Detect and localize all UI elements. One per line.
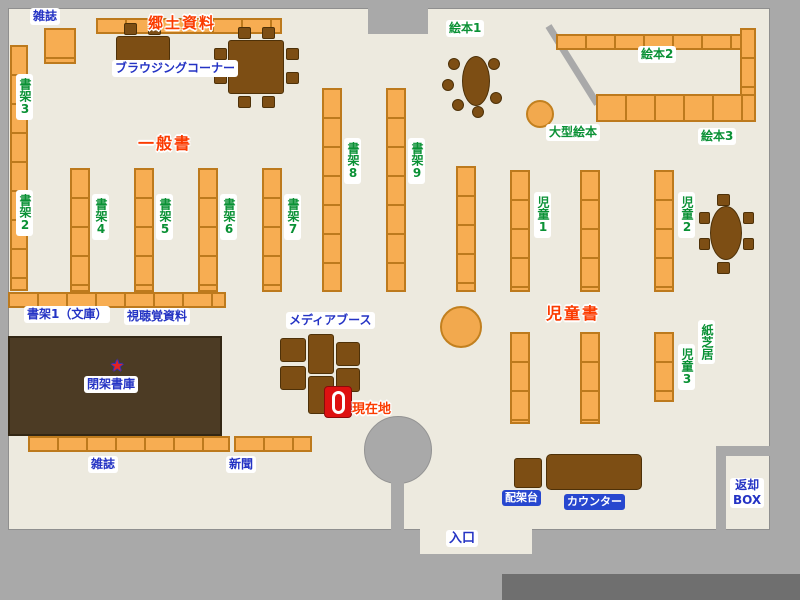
label-shelf-6: 書架6 (220, 194, 237, 240)
shelf-local-materials (96, 18, 282, 34)
label-shelf-4: 書架4 (92, 194, 109, 240)
label-entrance: 入口 (446, 530, 479, 547)
label-return-box: 返却 BOX (730, 478, 765, 508)
chair (743, 238, 754, 250)
label-return-box-line2: BOX (733, 493, 762, 507)
chair (442, 79, 454, 91)
chair (472, 106, 484, 118)
label-shelving-desk: 配架台 (502, 490, 541, 506)
counter-desk (546, 454, 642, 490)
shelving-desk (514, 458, 542, 488)
shelf-right-top (740, 28, 756, 96)
label-counter: カウンター (564, 494, 625, 510)
label-picture-books-1: 絵本1 (446, 20, 485, 37)
wall-bottom-right-block (502, 574, 800, 600)
label-newspaper: 新聞 (226, 456, 257, 473)
label-shelf-2: 書架2 (16, 190, 33, 236)
reading-table-oval (462, 56, 490, 106)
shelf-magazines-top (44, 28, 76, 64)
shelf-children-2b (654, 170, 674, 292)
label-picture-books-3: 絵本3 (698, 128, 737, 145)
chair (488, 58, 500, 70)
shelf-children-1 (510, 170, 530, 292)
label-children-books: 児童書 (546, 304, 601, 323)
media-booth-unit (308, 334, 334, 374)
current-location-symbol (332, 391, 345, 414)
media-booth-unit (280, 338, 306, 362)
label-return-box-line1: 返却 (735, 478, 760, 492)
chair (717, 194, 730, 206)
shelf-9 (386, 88, 406, 292)
chair (238, 27, 251, 39)
label-media-booth: メディアブース (286, 312, 375, 329)
shelf-magazines-bottom (28, 436, 230, 452)
shelf-children-2a (580, 170, 600, 292)
shelf-audio-visual (8, 292, 226, 308)
shelf-6 (198, 168, 218, 292)
label-audio-visual: 視聴覚資料 (124, 308, 191, 325)
shelf-center (456, 166, 476, 292)
wall-returnbox-left (716, 446, 726, 534)
label-current-location: 現在地 (352, 402, 392, 417)
label-closed-stacks: 閉架書庫 (84, 376, 139, 393)
round-table-center (440, 306, 482, 348)
label-children-2: 児童2 (678, 192, 695, 238)
chair (717, 262, 730, 274)
chair (286, 72, 299, 84)
shelf-4 (70, 168, 90, 292)
label-children-1: 児童1 (534, 192, 551, 238)
media-booth-unit (336, 342, 360, 366)
current-location-marker (324, 386, 352, 418)
pillar (364, 416, 432, 484)
shelf-5 (134, 168, 154, 292)
chair (490, 92, 502, 104)
label-shelf-5: 書架5 (156, 194, 173, 240)
label-children-3: 児童3 (678, 344, 695, 390)
chair (148, 23, 161, 35)
wall-pillar-stub (391, 476, 404, 534)
shelf-picture-books-3 (596, 94, 756, 122)
label-magazines-bottom: 雑誌 (88, 456, 119, 473)
chair (262, 27, 275, 39)
chair (699, 212, 710, 224)
shelf-children-3 (654, 332, 674, 402)
chair (743, 212, 754, 224)
wall-returnbox-top (716, 446, 772, 456)
shelf-newspaper (234, 436, 312, 452)
label-shelf-1-bunko: 書架1（文庫） (24, 306, 111, 323)
label-magazines-top: 雑誌 (30, 8, 61, 25)
browsing-table-1 (116, 36, 170, 62)
chair (238, 96, 251, 108)
chair (124, 23, 137, 35)
label-picture-books-2: 絵本2 (638, 46, 677, 63)
label-shelf-7: 書架7 (284, 194, 301, 240)
shelf-7 (262, 168, 282, 292)
shelf-children-lower-a (510, 332, 530, 424)
media-booth-unit (280, 366, 306, 390)
wall-top-column (368, 8, 428, 34)
chair (286, 48, 299, 60)
label-local-materials: 郷土資料 (148, 14, 217, 32)
chair (262, 96, 275, 108)
label-general-books: 一般書 (138, 134, 193, 153)
label-large-picture-books: 大型絵本 (546, 124, 601, 141)
chair (448, 58, 460, 70)
children-table (710, 206, 742, 260)
large-picture-book-table (526, 100, 554, 128)
chair (699, 238, 710, 250)
chair (452, 99, 464, 111)
shelf-children-lower-b (580, 332, 600, 424)
star-icon: ★ (110, 356, 125, 375)
chair (214, 48, 227, 60)
label-shelf-8: 書架8 (344, 138, 361, 184)
label-shelf-3: 書架3 (16, 74, 33, 120)
label-kamishibai: 紙芝居 (698, 320, 715, 364)
label-shelf-9: 書架9 (408, 138, 425, 184)
shelf-8 (322, 88, 342, 292)
label-browsing-corner: ブラウジングコーナー (112, 60, 239, 77)
